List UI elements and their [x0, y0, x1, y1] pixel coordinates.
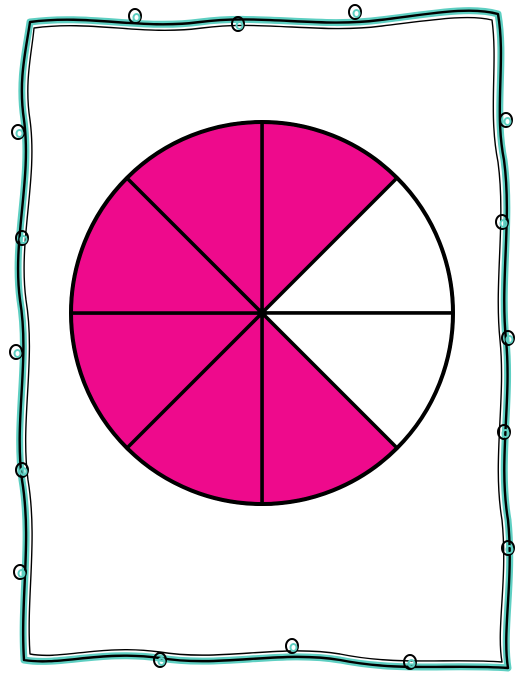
curl-loop-inner — [15, 350, 21, 357]
curl-loop-inner — [354, 10, 360, 17]
center-dot — [257, 308, 267, 318]
curl-loop-inner — [21, 236, 27, 243]
fraction-circle — [71, 122, 453, 504]
curl-loop-inner — [291, 644, 297, 651]
curl-loop-inner — [505, 118, 511, 125]
curl-loop-inner — [17, 130, 23, 137]
